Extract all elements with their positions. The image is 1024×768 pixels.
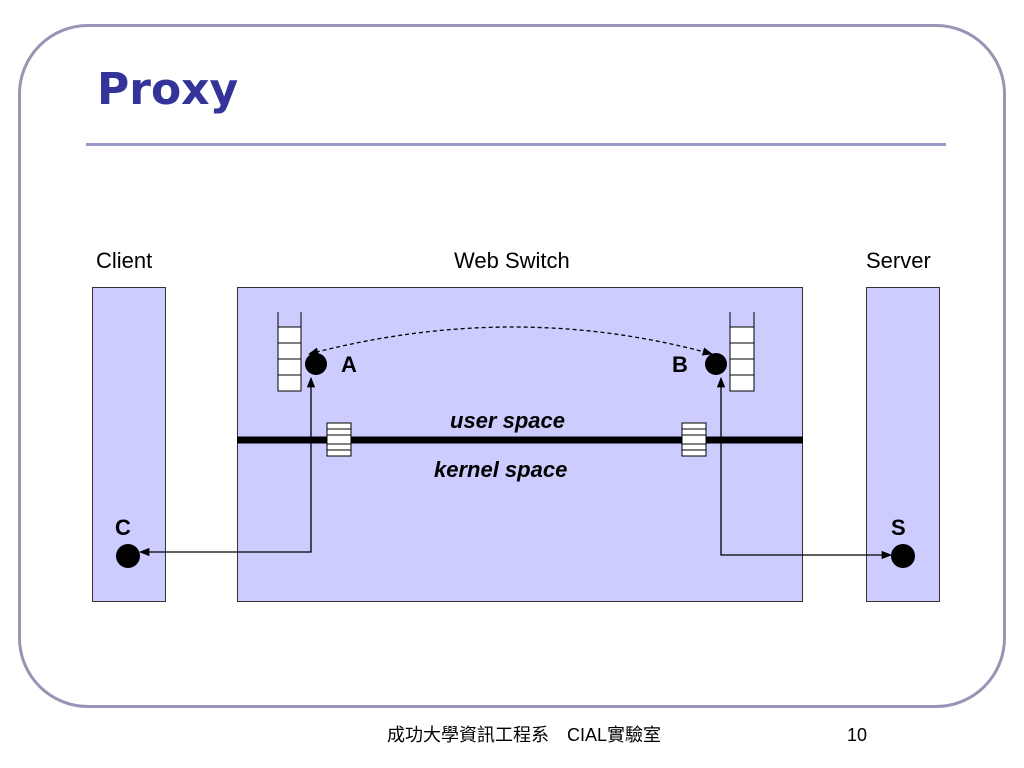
- kernel-buffer-right: [681, 422, 707, 457]
- user-space-label: user space: [450, 408, 565, 433]
- slide-frame: [18, 24, 1006, 708]
- socket-queue-a: [277, 312, 302, 392]
- node-b-label: B: [672, 352, 688, 377]
- a-b-relay-arrow: [307, 326, 714, 356]
- title-rule: [86, 143, 946, 146]
- server-label: Server: [866, 248, 931, 273]
- web-switch-label: Web Switch: [454, 248, 570, 273]
- node-a-dot: [305, 353, 327, 375]
- footer-text: 成功大學資訊工程系 CIAL實驗室: [387, 725, 662, 745]
- kernel-buffer-left: [326, 422, 352, 457]
- node-c-label: C: [115, 515, 131, 540]
- page-number: 10: [847, 725, 868, 745]
- kernel-space-label: kernel space: [434, 457, 568, 482]
- client-label: Client: [96, 248, 153, 273]
- node-c-dot: [116, 544, 140, 568]
- slide-title: Proxy: [97, 64, 239, 115]
- c-a-connection-arrow: [138, 376, 316, 557]
- socket-queue-b: [729, 312, 755, 392]
- node-a-label: A: [341, 352, 357, 377]
- node-b-dot: [705, 353, 727, 375]
- node-s-label: S: [891, 515, 906, 540]
- b-s-connection-arrow: [716, 376, 893, 560]
- node-s-dot: [891, 544, 915, 568]
